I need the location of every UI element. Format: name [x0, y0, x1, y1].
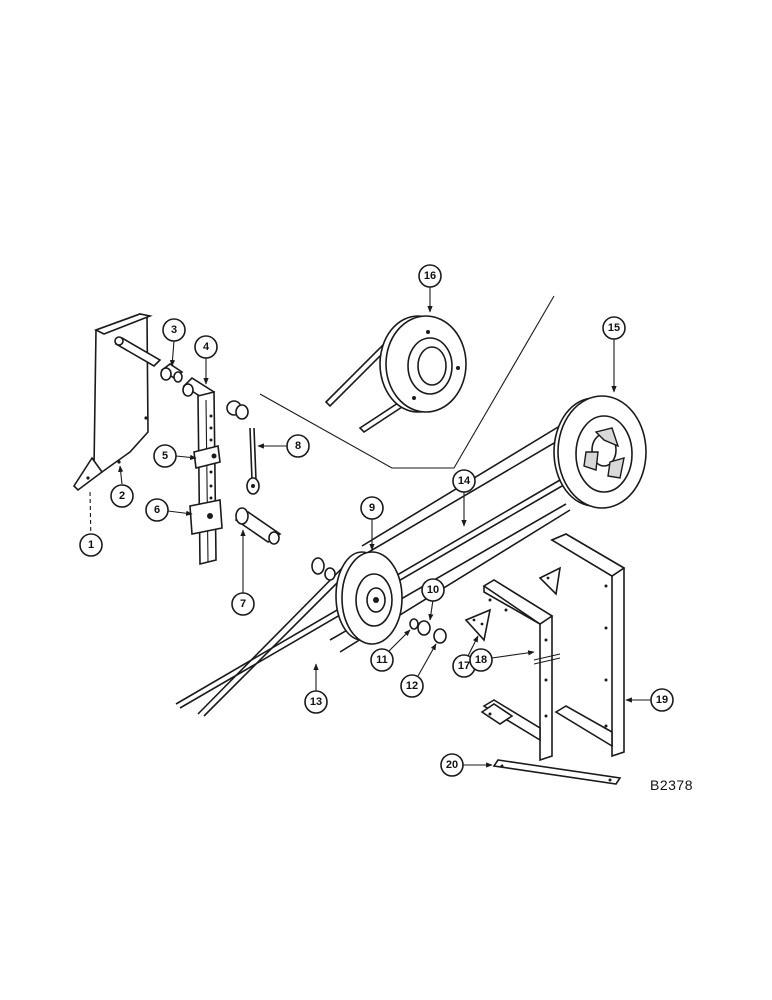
pivot-shaft — [114, 336, 162, 368]
callout-2: 2 — [110, 484, 134, 508]
callout-4: 4 — [194, 335, 218, 359]
svg-text:1: 1 — [88, 539, 94, 551]
svg-text:13: 13 — [310, 696, 322, 708]
callout-9: 9 — [360, 496, 384, 520]
leader-6 — [167, 510, 193, 516]
svg-text:14: 14 — [458, 475, 471, 487]
callout-1: 1 — [79, 533, 103, 557]
svg-text:2: 2 — [119, 490, 125, 502]
mounting-plate — [72, 313, 153, 492]
callout-6: 6 — [145, 498, 169, 522]
leader-11 — [388, 629, 411, 652]
svg-text:3: 3 — [171, 324, 177, 336]
svg-text:19: 19 — [656, 694, 668, 706]
pin-8 — [246, 427, 260, 495]
svg-text:10: 10 — [427, 584, 439, 596]
svg-text:20: 20 — [446, 759, 458, 771]
svg-text:7: 7 — [240, 598, 246, 610]
detail-pulley-16 — [324, 315, 467, 434]
leader-17 — [467, 635, 479, 657]
callout-20: 20 — [440, 753, 464, 777]
leader-5 — [175, 454, 197, 461]
drawing-code: B2378 — [650, 777, 693, 793]
leader-10 — [428, 599, 434, 621]
svg-text:8: 8 — [295, 440, 301, 452]
callout-11: 11 — [370, 648, 394, 672]
idler-pulley-9 — [335, 551, 403, 645]
gussets-17 — [464, 566, 562, 642]
leader-18 — [491, 650, 535, 659]
callout-16: 16 — [418, 264, 442, 288]
brace-20 — [492, 759, 622, 785]
callout-13: 13 — [304, 690, 328, 714]
svg-text:6: 6 — [154, 504, 160, 516]
svg-text:15: 15 — [608, 322, 620, 334]
callout-5: 5 — [153, 444, 177, 468]
callout-14: 14 — [452, 469, 476, 493]
svg-text:9: 9 — [369, 502, 375, 514]
callout-19: 19 — [650, 688, 674, 712]
svg-text:11: 11 — [376, 654, 388, 666]
leader-12 — [417, 643, 437, 677]
frame-19 — [550, 533, 626, 758]
large-pulley-15 — [553, 395, 647, 509]
callout-15: 15 — [602, 316, 626, 340]
leader-3 — [169, 340, 176, 367]
svg-text:5: 5 — [162, 450, 168, 462]
frame-18 — [480, 579, 561, 762]
callout-18: 18 — [469, 648, 493, 672]
callout-12: 12 — [400, 674, 424, 698]
detail-outline — [259, 295, 555, 469]
callout-7: 7 — [231, 592, 255, 616]
svg-text:12: 12 — [406, 680, 418, 692]
washers — [311, 557, 447, 644]
leader-2 — [118, 465, 124, 485]
svg-text:17: 17 — [458, 660, 470, 672]
stub-shaft-7 — [234, 507, 282, 545]
callout-8: 8 — [286, 434, 310, 458]
adjuster-arm — [182, 376, 223, 566]
callout-10: 10 — [421, 578, 445, 602]
bushing — [226, 400, 249, 420]
svg-text:4: 4 — [203, 341, 210, 353]
callout-3: 3 — [162, 318, 186, 342]
bushing-3 — [160, 363, 184, 383]
svg-text:16: 16 — [424, 270, 436, 282]
svg-text:18: 18 — [475, 654, 487, 666]
